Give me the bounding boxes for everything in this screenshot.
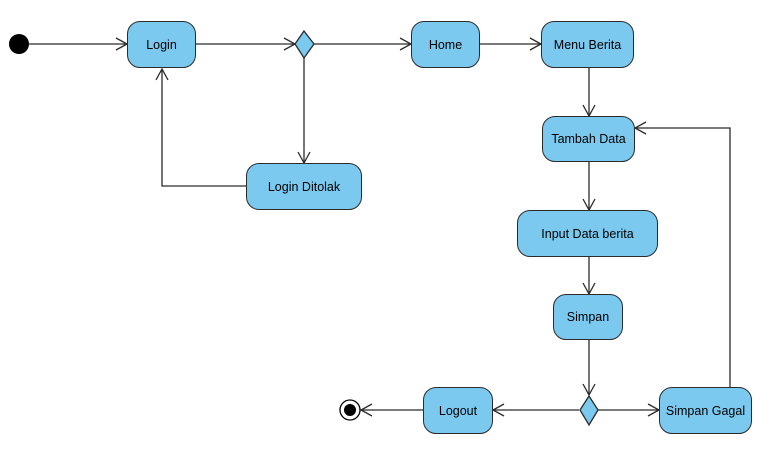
decision-node-login xyxy=(294,29,315,60)
final-node-dot xyxy=(344,404,356,416)
activity-tambah-data: Tambah Data xyxy=(542,116,635,162)
activity-login: Login xyxy=(127,21,196,68)
activity-menu-berita: Menu Berita xyxy=(541,21,634,68)
initial-node xyxy=(9,34,29,54)
activity-simpan-gagal: Simpan Gagal xyxy=(659,387,752,434)
activity-login-ditolak: Login Ditolak xyxy=(246,163,362,210)
edge-simpan-gagal-tambah xyxy=(633,121,731,387)
activity-logout: Logout xyxy=(423,387,493,434)
decision-node-simpan xyxy=(579,394,599,427)
activity-home: Home xyxy=(411,21,480,68)
activity-simpan: Simpan xyxy=(553,294,623,340)
activity-input-data-berita: Input Data berita xyxy=(517,210,658,257)
edge-login-ditolak-login xyxy=(155,67,246,187)
